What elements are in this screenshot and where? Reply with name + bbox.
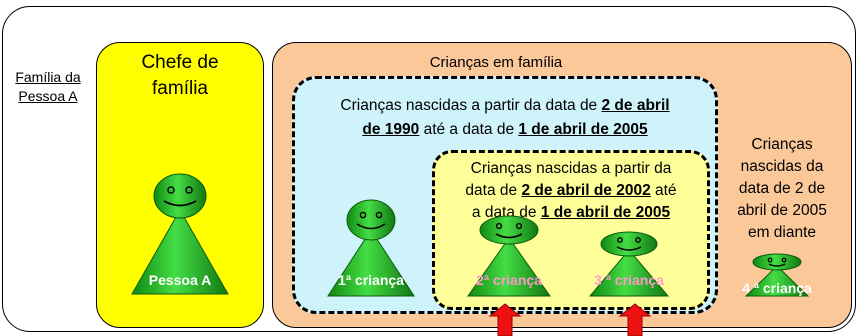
arrow-up-icon	[618, 303, 652, 336]
after-2005-line5: em diante	[747, 224, 817, 241]
group-1990-date-start: 2 de abril	[601, 97, 670, 114]
group-2002-text-b: até	[650, 182, 677, 199]
child-4-figure-icon	[744, 253, 810, 297]
group-1990-date-end: 1 de abril de 2005	[518, 121, 648, 138]
person-a-label: Pessoa A	[148, 272, 212, 288]
children-in-family-title: Crianças em família	[429, 54, 563, 71]
child-3-figure-icon	[588, 231, 670, 297]
group-2002-text-a: data de	[465, 182, 522, 199]
person-a-figure-icon	[131, 173, 229, 295]
family-label-line2: Pessoa A	[18, 88, 78, 104]
group-1990-text-a: Crianças nascidas a partir da data de	[340, 97, 602, 114]
family-label: Família da Pessoa A	[6, 68, 90, 106]
child-1-label: 1ª criança	[338, 272, 404, 288]
after-2005-text: Crianças nascidas da data de 2 de abril …	[722, 134, 842, 244]
family-label-line1: Família da	[15, 69, 81, 85]
group-2002-line1: Crianças nascidas a partir da	[470, 160, 672, 177]
group-2002-date-start: 2 de abril de 2002	[521, 182, 651, 199]
group-2002-date-end: 1 de abril de 2005	[540, 204, 671, 221]
group-1990-date-start-2: de 1990	[362, 121, 420, 138]
after-2005-line2: nascidas da	[740, 158, 824, 175]
child-2-label: 2ª criança	[476, 272, 542, 288]
group-1990-text-b: até a data de	[419, 121, 519, 138]
after-2005-line1: Crianças	[751, 136, 813, 153]
group-1990-text: Crianças nascidas a partir da data de 2 …	[296, 94, 714, 142]
child-2-figure-icon	[467, 215, 551, 297]
after-2005-line4: abril de 2005	[737, 202, 827, 219]
after-2005-line3: data de 2 de	[738, 180, 826, 197]
arrow-up-icon	[488, 303, 522, 336]
group-2002-text: Crianças nascidas a partir da data de 2 …	[440, 158, 702, 224]
head-of-family-title: Chefe de família	[96, 50, 264, 102]
head-title-line1: Chefe de	[141, 52, 219, 73]
head-title-line2: família	[152, 78, 208, 99]
child-3-label: 3 ª criança	[594, 272, 664, 288]
child-4-label: 4 ª criança	[742, 280, 812, 296]
child-1-figure-icon	[327, 199, 415, 297]
